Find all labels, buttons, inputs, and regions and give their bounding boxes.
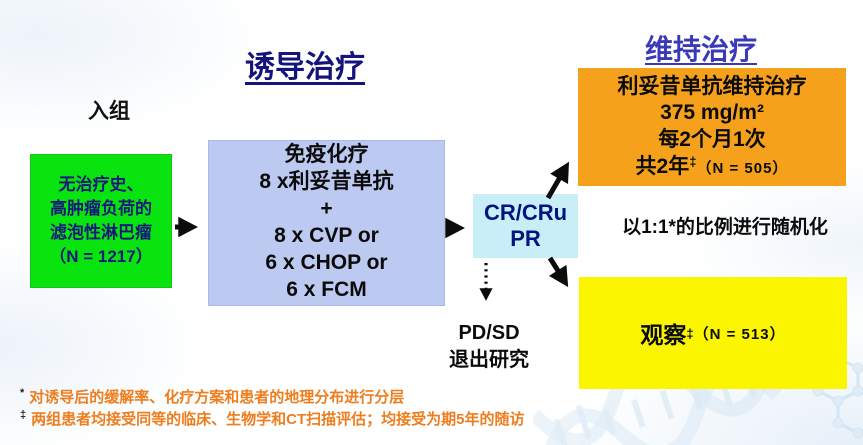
observation-label: 观察 [640, 322, 687, 348]
arrow-response-to-observation [547, 256, 569, 288]
footnotes: * 对诱导后的缓解率、化疗方案和患者的地理分布进行分层 ‡ 两组患者均接受同等的临床… [20, 386, 524, 431]
induction-phase-title: 诱导治疗 [245, 51, 365, 84]
maintenance-line: 利妥昔单抗维持治疗 [617, 74, 807, 98]
maintenance-arm-box: 利妥昔单抗维持治疗 375 mg/m² 每2个月1次 共2年‡（N = 505） [578, 68, 846, 186]
patient-line: 滤泡性淋巴瘤 [50, 223, 152, 242]
footnote-text: 两组患者均接受同等的临床、生物学和CT扫描评估；均接受为期5年的随访 [31, 411, 525, 429]
response-box: CR/CRu PR [473, 194, 578, 258]
double-dagger-marker: ‡ [20, 409, 27, 422]
response-line: CR/CRu [483, 199, 568, 225]
chemo-line: 8 x CVP or [274, 224, 379, 247]
dagger-marker: ‡ [689, 153, 697, 169]
maintenance-duration: 共2年 [635, 154, 690, 178]
chemo-line: 6 x CHOP or [265, 250, 388, 274]
maintenance-dose: 375 mg/m² [660, 101, 764, 125]
chemo-line: 免疫化疗 [284, 143, 369, 167]
plus-sign: + [320, 197, 333, 221]
immunochemotherapy-box: 免疫化疗 8 x利妥昔单抗 + 8 x CVP or 6 x CHOP or 6… [208, 140, 445, 306]
footnote-text: 对诱导后的缓解率、化疗方案和患者的地理分布进行分层 [29, 389, 405, 406]
dropout-status: PD/SD [458, 322, 520, 344]
randomization-note: 以1:1*的比例进行随机化 [622, 217, 828, 238]
observation-arm-box: 观察‡（N = 513） [579, 277, 847, 389]
patient-line: 高肿瘤负荷的 [50, 198, 152, 218]
observation-n-count: （N = 513） [693, 325, 786, 343]
dropout-text: 退出研究 [449, 349, 529, 371]
patient-line: 无治疗史、 [58, 174, 144, 194]
dagger-marker: ‡ [686, 325, 694, 341]
patient-population-box: 无治疗史、 高肿瘤负荷的 滤泡性淋巴瘤 （N = 1217） [30, 154, 172, 288]
footnote-stratification: * 对诱导后的缓解率、化疗方案和患者的地理分布进行分层 [20, 386, 524, 408]
footnote-followup: ‡ 两组患者均接受同等的临床、生物学和CT扫描评估；均接受为期5年的随访 [20, 408, 524, 430]
maintenance-phase-title: 维持治疗 [644, 35, 757, 66]
response-line: PR [510, 226, 541, 251]
enrollment-label: 入组 [88, 100, 130, 123]
asterisk-marker: * [20, 387, 25, 399]
maintenance-schedule: 每2个月1次 [658, 128, 766, 151]
chemo-line: 8 x利妥昔单抗 [259, 170, 394, 194]
chemo-line: 6 x FCM [286, 277, 367, 301]
maintenance-duration-line: 共2年‡（N = 505） [636, 154, 789, 181]
dropout-label: PD/SD 退出研究 [428, 320, 550, 374]
patient-n-count: （N = 1217） [49, 247, 153, 267]
maintenance-n-count: （N = 505） [696, 159, 789, 177]
